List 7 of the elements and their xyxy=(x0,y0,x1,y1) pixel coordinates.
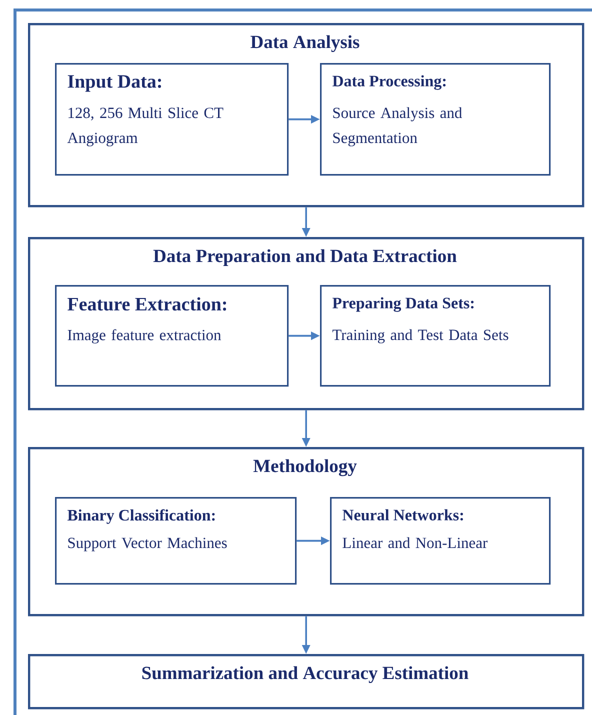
process-box: Input Data: 128, 256 Multi Slice CT Angiogram xyxy=(55,63,289,176)
process-box: Binary Classification: Support Vector Machines xyxy=(55,497,297,585)
process-box: Data Processing: Source Analysis and Segmentation xyxy=(320,63,551,176)
process-box: Preparing Data Sets: Training and Test Data Sets xyxy=(320,285,551,387)
stage-box: Summarization and Accuracy Estimation xyxy=(28,654,584,710)
process-box: Neural Networks: Linear and Non-Linear xyxy=(330,497,551,585)
process-box: Feature Extraction: Image feature extraction xyxy=(55,285,289,387)
